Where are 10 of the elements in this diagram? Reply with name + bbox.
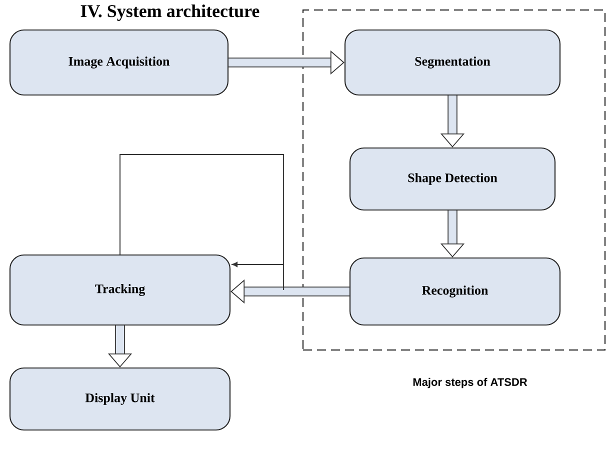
- process-box: Segmentation: [344, 29, 561, 96]
- loop-arrow: [120, 154, 284, 290]
- process-box: Shape Detection: [349, 147, 556, 211]
- process-box: Tracking: [9, 254, 231, 326]
- process-box: Display Unit: [9, 367, 231, 431]
- caption: Major steps of ATSDR: [413, 378, 528, 388]
- heading: IV. System architecture: [80, 4, 260, 21]
- dashed-frame: [302, 10, 606, 350]
- process-box: Recognition: [349, 257, 561, 326]
- process-box: Image Acquisition: [9, 29, 229, 96]
